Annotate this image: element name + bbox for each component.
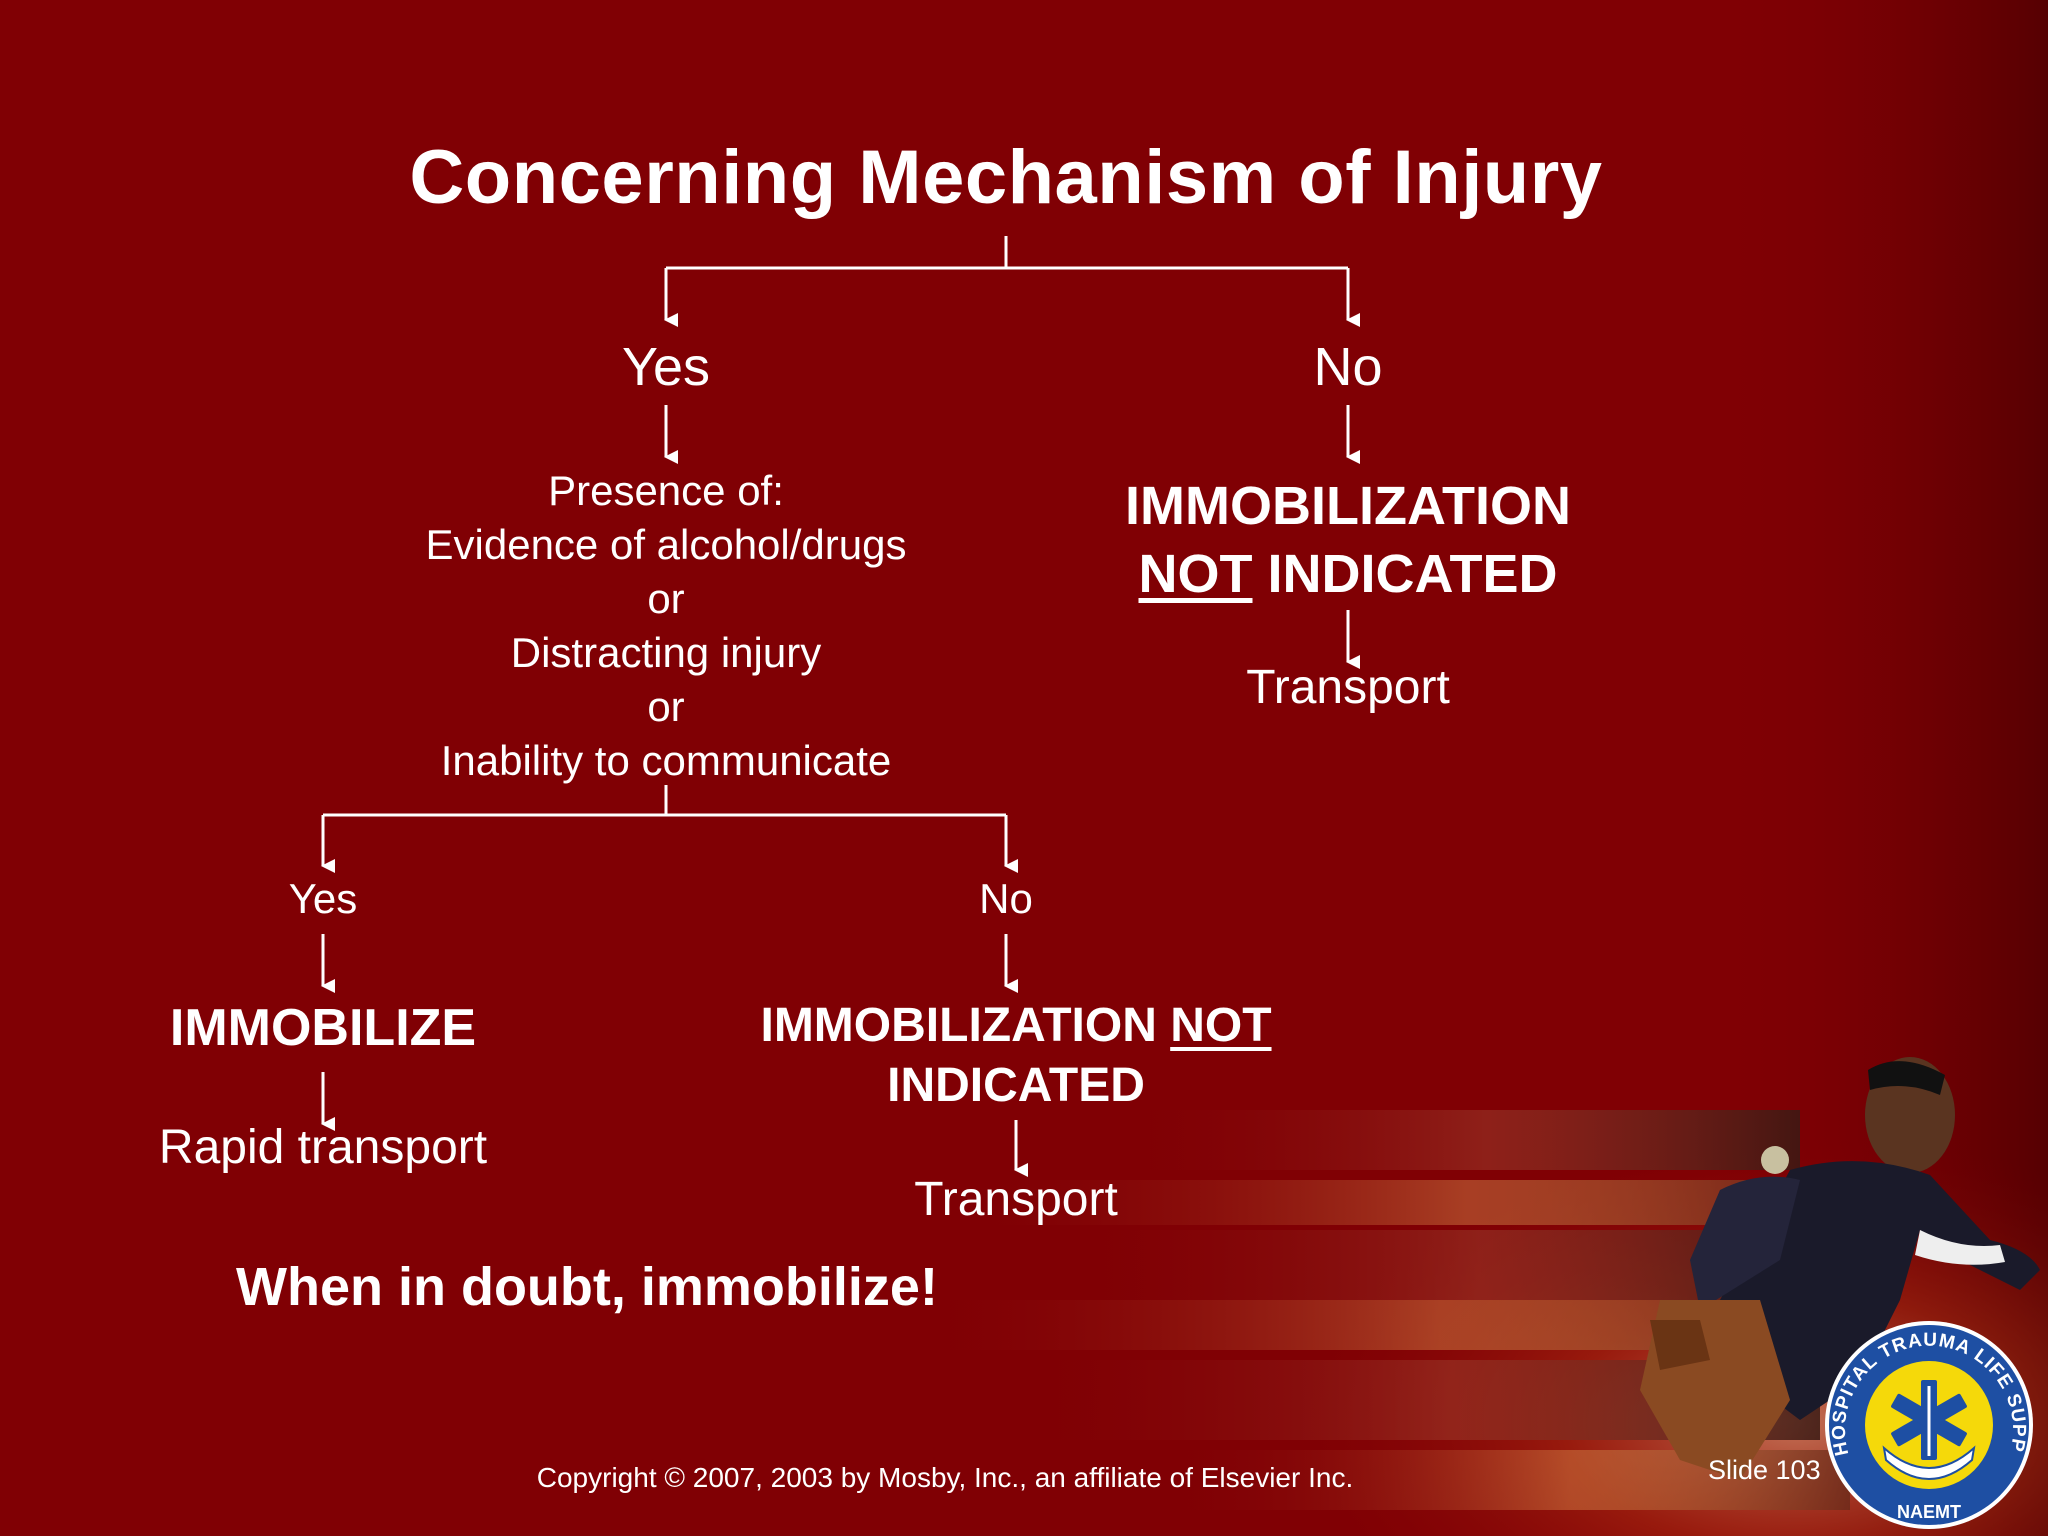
indicated-word: INDICATED: [1267, 544, 1558, 604]
no-outcome: IMMOBILIZATION NOT INDICATED: [1125, 472, 1571, 608]
not-word: NOT: [1138, 544, 1253, 604]
copyright-notice: Copyright © 2007, 2003 by Mosby, Inc., a…: [536, 1462, 1354, 1493]
not-word: NOT: [1170, 999, 1272, 1052]
sub-no-transport: Transport: [914, 1173, 1118, 1226]
sub-no-label: No: [979, 875, 1033, 922]
phtls-logo: Pre HOSPITAL TRAUMA LIFE SUPPORT NAEMT: [1822, 1318, 2033, 1529]
rapid-transport: Rapid transport: [158, 1121, 488, 1174]
presence-line: or: [647, 683, 685, 730]
no-outcome-line2: NOT INDICATED: [1125, 540, 1571, 608]
presence-criteria: Presence of: Evidence of alcohol/drugs o…: [426, 464, 907, 788]
hands-icon: [1882, 1445, 1976, 1480]
sub-no-outcome: IMMOBILIZATION NOT INDICATED: [760, 996, 1271, 1116]
presence-line: Inability to communicate: [440, 737, 892, 784]
slide-number: Slide 103: [1708, 1455, 1821, 1485]
slide-title: Concerning Mechanism of Injury: [409, 135, 1603, 220]
presence-line: or: [647, 575, 685, 622]
star-of-life-icon: [1891, 1380, 1967, 1460]
presence-line: Distracting injury: [510, 629, 822, 676]
presence-line: Presence of:: [548, 467, 784, 514]
sub-no-outcome-line1: IMMOBILIZATION NOT: [760, 996, 1271, 1056]
immobilize-outcome: IMMOBILIZE: [169, 999, 477, 1057]
yes-label: Yes: [621, 337, 711, 397]
doubt-callout: When in doubt, immobilize!: [236, 1257, 938, 1317]
no-outcome-line1: IMMOBILIZATION: [1125, 476, 1571, 536]
sub-yes-label: Yes: [288, 875, 358, 922]
immobilization-word: IMMOBILIZATION: [760, 999, 1157, 1052]
runner-figure: [1640, 1057, 2040, 1480]
sub-no-outcome-line2: INDICATED: [887, 1059, 1145, 1112]
presence-line: Evidence of alcohol/drugs: [425, 521, 907, 568]
logo-bottom-text: NAEMT: [1897, 1502, 1961, 1522]
no-transport: Transport: [1246, 661, 1450, 714]
no-label: No: [1313, 337, 1383, 397]
